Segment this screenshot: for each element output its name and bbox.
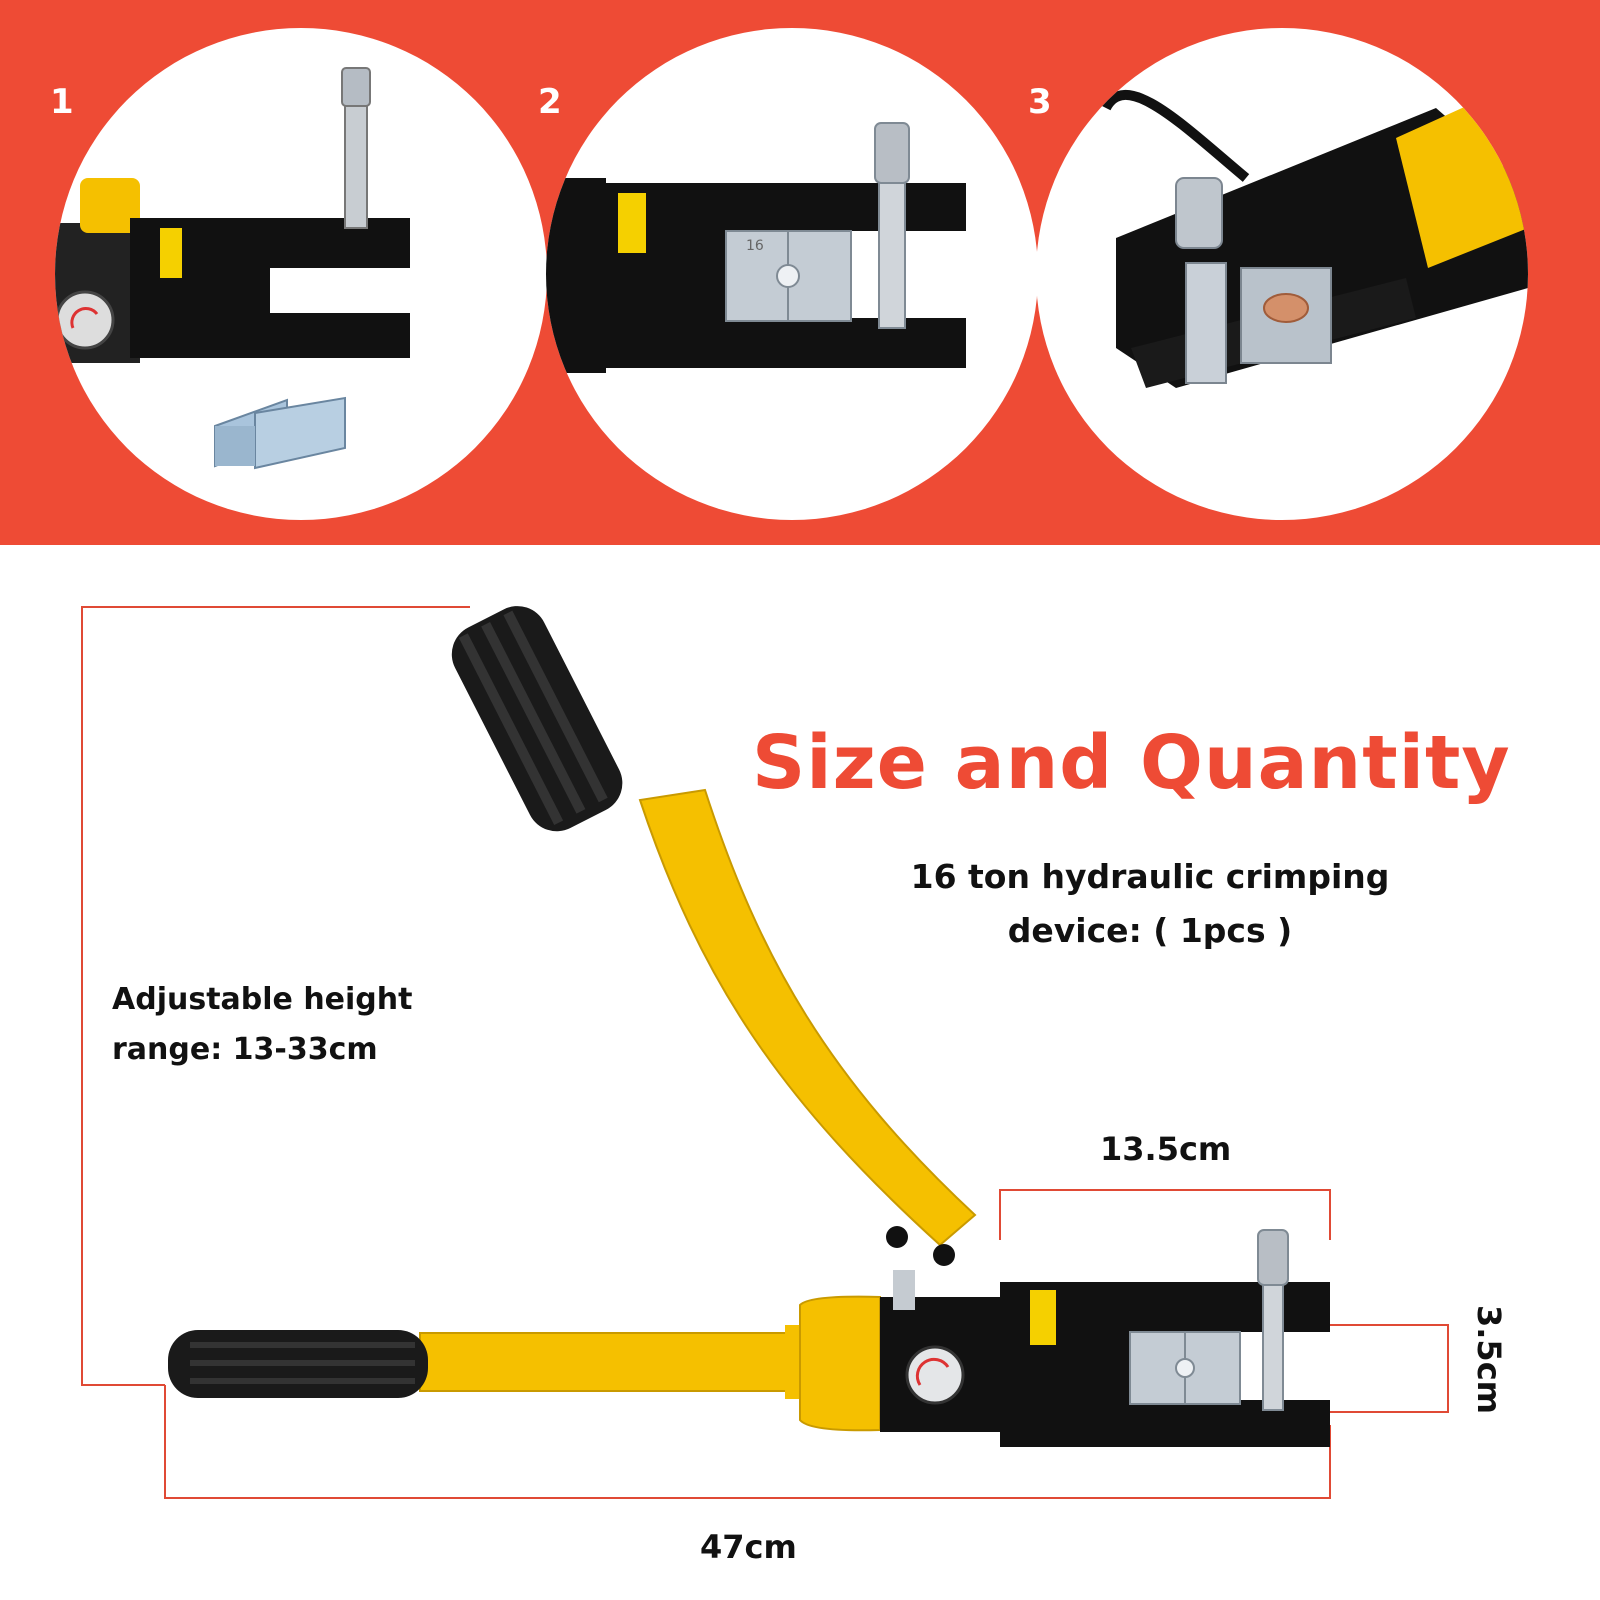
height-dimension-line: [81, 606, 470, 1386]
pump-body: [880, 1270, 1010, 1432]
quantity-note-line-1: 16 ton hydraulic crimping: [910, 857, 1390, 896]
step-1-image: [55, 28, 547, 520]
step-3-illustration: [1101, 88, 1528, 388]
step-2-image: 16: [546, 28, 1038, 520]
step-1-illustration: [55, 67, 410, 470]
height-range-note: Adjustable height range: 13-33cm: [112, 975, 472, 1075]
die-label: 16: [746, 238, 764, 254]
quantity-note: 16 ton hydraulic crimping device: ( 1pcs…: [900, 850, 1400, 958]
jaw-dimension-line: [1330, 1324, 1449, 1413]
head-dimension-line: [999, 1189, 1331, 1240]
height-range-line-2: range: 13-33cm: [112, 1032, 378, 1067]
length-dimension-line: [164, 1385, 1331, 1499]
page-title: Size and Quantity: [752, 720, 1511, 806]
jaw-opening-label: 3.5cm: [1470, 1305, 1508, 1414]
height-range-line-1: Adjustable height: [112, 982, 413, 1017]
tool-illustration: [81, 606, 1449, 1499]
quantity-note-line-2: device: ( 1pcs ): [1007, 911, 1293, 950]
head-length-label: 13.5cm: [1100, 1130, 1232, 1168]
step-2-illustration: 16: [546, 122, 966, 373]
step-number-3: 3: [1028, 82, 1052, 122]
crimping-head: [1000, 1229, 1330, 1447]
lower-handle: [168, 1295, 881, 1432]
upper-handle: [451, 606, 977, 1266]
step-number-2: 2: [538, 82, 562, 122]
step-3-image: [1036, 28, 1528, 520]
total-length-label: 47cm: [700, 1528, 797, 1566]
step-number-1: 1: [50, 82, 74, 122]
